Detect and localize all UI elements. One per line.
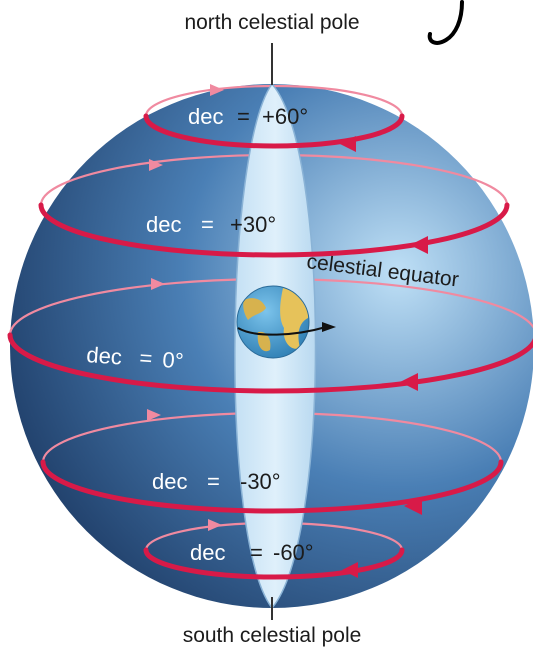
earth-icon	[236, 285, 336, 359]
ring-front-minus60	[143, 547, 405, 580]
dec-plus30-eq: =	[201, 212, 214, 237]
dec-minus30-value: -30°	[240, 469, 281, 494]
dec-zero-value: 0°	[162, 347, 185, 373]
ring-front-plus60	[143, 113, 405, 149]
north-pole-label: north celestial pole	[184, 11, 359, 34]
arrowhead-icon	[210, 84, 224, 96]
dec-minus60-eq: =	[250, 540, 263, 565]
dec-zero-eq: =	[139, 345, 154, 371]
earth-orbit-arrow	[237, 326, 327, 336]
arrowhead-icon	[208, 519, 222, 531]
dec-minus60-value: -60°	[273, 540, 314, 565]
dec-minus30-prefix: dec	[152, 469, 187, 494]
arrowhead-icon	[410, 236, 428, 254]
dec-plus60-eq: =	[237, 104, 250, 129]
dec-plus30-value: +30°	[230, 212, 276, 237]
ring-front-arcs	[7, 113, 533, 580]
south-pole-label: south celestial pole	[183, 624, 362, 647]
arrowhead-icon	[340, 136, 356, 152]
pen-stroke-mark	[427, 0, 464, 45]
arrowhead-icon	[147, 409, 161, 421]
arrowhead-icon	[404, 497, 422, 515]
ring-front-minus30	[40, 459, 504, 514]
dec-zero-prefix: dec	[86, 342, 123, 369]
arrowhead-icon	[149, 159, 163, 171]
arrowhead-icon	[322, 322, 336, 332]
dec-plus60-prefix: dec	[188, 104, 223, 129]
ring-front-plus30	[38, 202, 510, 258]
dec-minus30-eq: =	[207, 469, 220, 494]
dec-plus30-prefix: dec	[146, 212, 181, 237]
dec-plus60-value: +60°	[262, 104, 308, 129]
ring-arrows	[147, 84, 428, 578]
arrowhead-icon	[151, 278, 165, 290]
ring-front-zero	[7, 332, 533, 394]
arrowhead-icon	[400, 373, 418, 391]
dec-minus60-prefix: dec	[190, 540, 225, 565]
arrowhead-icon	[342, 562, 358, 578]
